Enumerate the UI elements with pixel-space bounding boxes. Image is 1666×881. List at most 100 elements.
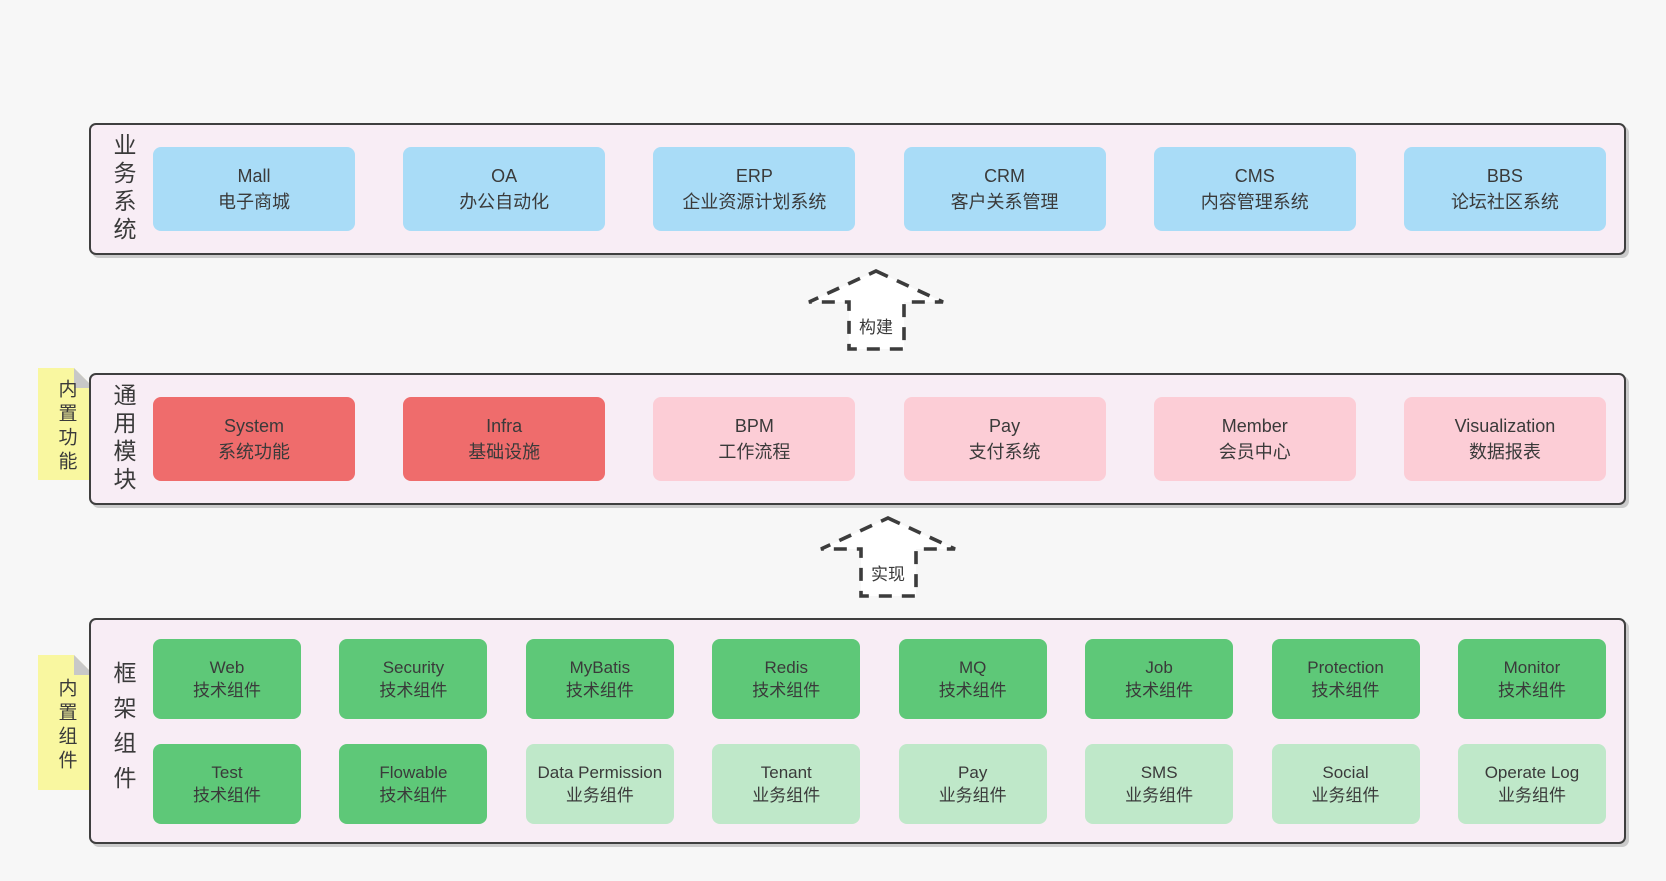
dashed-up-arrow-icon — [808, 269, 944, 351]
arrow-label: 实现 — [868, 559, 908, 586]
module-title: System — [223, 416, 284, 436]
module-box-redis: Redis 技术组件 — [712, 638, 861, 719]
arrow-label: 构建 — [856, 312, 896, 339]
module-subtitle: 技术组件 — [379, 785, 448, 805]
module-subtitle: 技术组件 — [193, 680, 261, 700]
module-subtitle: 数据报表 — [1468, 442, 1541, 462]
band-boxes: System 系统功能 Infra 基础设施 BPM 工作流程 Pay 支付系统 Member 会… — [145, 375, 1624, 503]
module-box-cms: CMS 内容管理系统 — [1153, 147, 1356, 231]
module-box-mq: MQ 技术组件 — [898, 638, 1047, 719]
module-subtitle: 企业资源计划系统 — [682, 192, 827, 212]
module-box-oa: OA 办公自动化 — [403, 147, 606, 231]
dashed-up-arrow-icon — [820, 516, 956, 598]
arrow-build: 构建 — [806, 268, 946, 352]
module-title: Web — [209, 657, 245, 677]
module-subtitle: 内容管理系统 — [1200, 192, 1309, 212]
module-box-tenant: Tenant 业务组件 — [712, 743, 861, 824]
module-subtitle: 会员中心 — [1218, 442, 1291, 462]
module-subtitle: 系统功能 — [218, 442, 290, 462]
module-title: CMS — [1234, 166, 1275, 186]
module-box-data-permission: Data Permission 业务组件 — [525, 743, 674, 824]
module-subtitle: 办公自动化 — [459, 192, 550, 212]
module-title: Job — [1145, 657, 1173, 677]
band-label: 框架组件 — [110, 661, 136, 801]
module-subtitle: 支付系统 — [968, 442, 1041, 462]
module-subtitle: 技术组件 — [565, 680, 634, 700]
module-title: BPM — [734, 416, 774, 436]
module-box-crm: CRM 客户关系管理 — [903, 147, 1106, 231]
module-subtitle: 业务组件 — [1311, 785, 1380, 805]
sticky-note-label: 内置组件 — [55, 677, 77, 774]
band-boxes: Mall 电子商城 OA 办公自动化 ERP 企业资源计划系统 CRM 客户关系管理 CMS 内容… — [145, 125, 1624, 253]
arrow-implement: 实现 — [818, 515, 958, 599]
module-subtitle: 技术组件 — [752, 680, 821, 700]
module-subtitle: 技术组件 — [379, 680, 448, 700]
module-subtitle: 技术组件 — [938, 680, 1007, 700]
module-subtitle: 电子商城 — [218, 192, 290, 212]
module-box-erp: ERP 企业资源计划系统 — [653, 147, 856, 231]
module-box-mybatis: MyBatis 技术组件 — [525, 638, 674, 719]
module-title: Monitor — [1503, 657, 1561, 677]
module-title: ERP — [735, 166, 773, 186]
module-box-bpm: BPM 工作流程 — [653, 397, 856, 481]
module-title: Operate Log — [1484, 762, 1580, 782]
module-title: Protection — [1307, 657, 1384, 677]
module-title: MyBatis — [569, 657, 631, 677]
module-box-job: Job 技术组件 — [1085, 638, 1234, 719]
module-subtitle: 客户关系管理 — [950, 192, 1059, 212]
band-label: 业务系统 — [110, 133, 136, 245]
module-subtitle: 论坛社区系统 — [1450, 192, 1559, 212]
module-title: Flowable — [379, 762, 448, 782]
module-subtitle: 业务组件 — [752, 785, 821, 805]
module-title: Tenant — [760, 762, 812, 782]
sticky-note-label: 内置功能 — [55, 379, 77, 475]
module-subtitle: 业务组件 — [1125, 785, 1194, 805]
module-title: Mall — [237, 166, 271, 186]
module-title: Data Permission — [537, 762, 663, 782]
module-subtitle: 技术组件 — [1125, 680, 1194, 700]
module-title: Infra — [486, 416, 523, 436]
module-title: Security — [382, 657, 445, 677]
module-title: SMS — [1140, 762, 1178, 782]
module-box-member: Member 会员中心 — [1153, 397, 1356, 481]
box-row: System 系统功能 Infra 基础设施 BPM 工作流程 Pay 支付系统 Member 会… — [153, 397, 1606, 481]
module-title: OA — [491, 166, 518, 186]
module-subtitle: 技术组件 — [193, 785, 261, 805]
module-box-mall: Mall 电子商城 — [153, 147, 355, 231]
module-box-security: Security 技术组件 — [339, 638, 488, 719]
box-row: Mall 电子商城 OA 办公自动化 ERP 企业资源计划系统 CRM 客户关系管理 CMS 内容… — [153, 147, 1606, 231]
module-subtitle: 业务组件 — [565, 785, 634, 805]
module-box-flowable: Flowable 技术组件 — [339, 743, 488, 824]
module-title: Redis — [764, 657, 808, 677]
module-box-protection: Protection 技术组件 — [1271, 638, 1420, 719]
module-title: CRM — [984, 166, 1026, 186]
module-title: Pay — [989, 416, 1021, 436]
module-subtitle: 技术组件 — [1497, 680, 1566, 700]
module-box-system: System 系统功能 — [153, 397, 355, 481]
module-subtitle: 基础设施 — [468, 442, 541, 462]
module-title: Visualization — [1454, 416, 1556, 436]
sticky-note-builtin-features: 内置功能 — [38, 368, 94, 480]
module-box-web: Web 技术组件 — [153, 638, 301, 719]
module-title: Social — [1322, 762, 1369, 782]
module-box-sms: SMS 业务组件 — [1085, 743, 1234, 824]
module-title: MQ — [958, 657, 987, 677]
module-title: Member — [1221, 416, 1288, 436]
band-business-systems: 业务系统 Mall 电子商城 OA 办公自动化 ERP 企业资源计划系统 CRM 客户关系管理… — [89, 123, 1626, 255]
sticky-note-builtin-components: 内置组件 — [38, 655, 94, 790]
module-title: Test — [211, 762, 243, 782]
module-subtitle: 技术组件 — [1311, 680, 1380, 700]
module-box-pay: Pay 支付系统 — [903, 397, 1106, 481]
module-box-social: Social 业务组件 — [1271, 743, 1420, 824]
module-box-test: Test 技术组件 — [153, 743, 301, 824]
module-box-monitor: Monitor 技术组件 — [1457, 638, 1606, 719]
module-subtitle: 工作流程 — [718, 442, 791, 462]
